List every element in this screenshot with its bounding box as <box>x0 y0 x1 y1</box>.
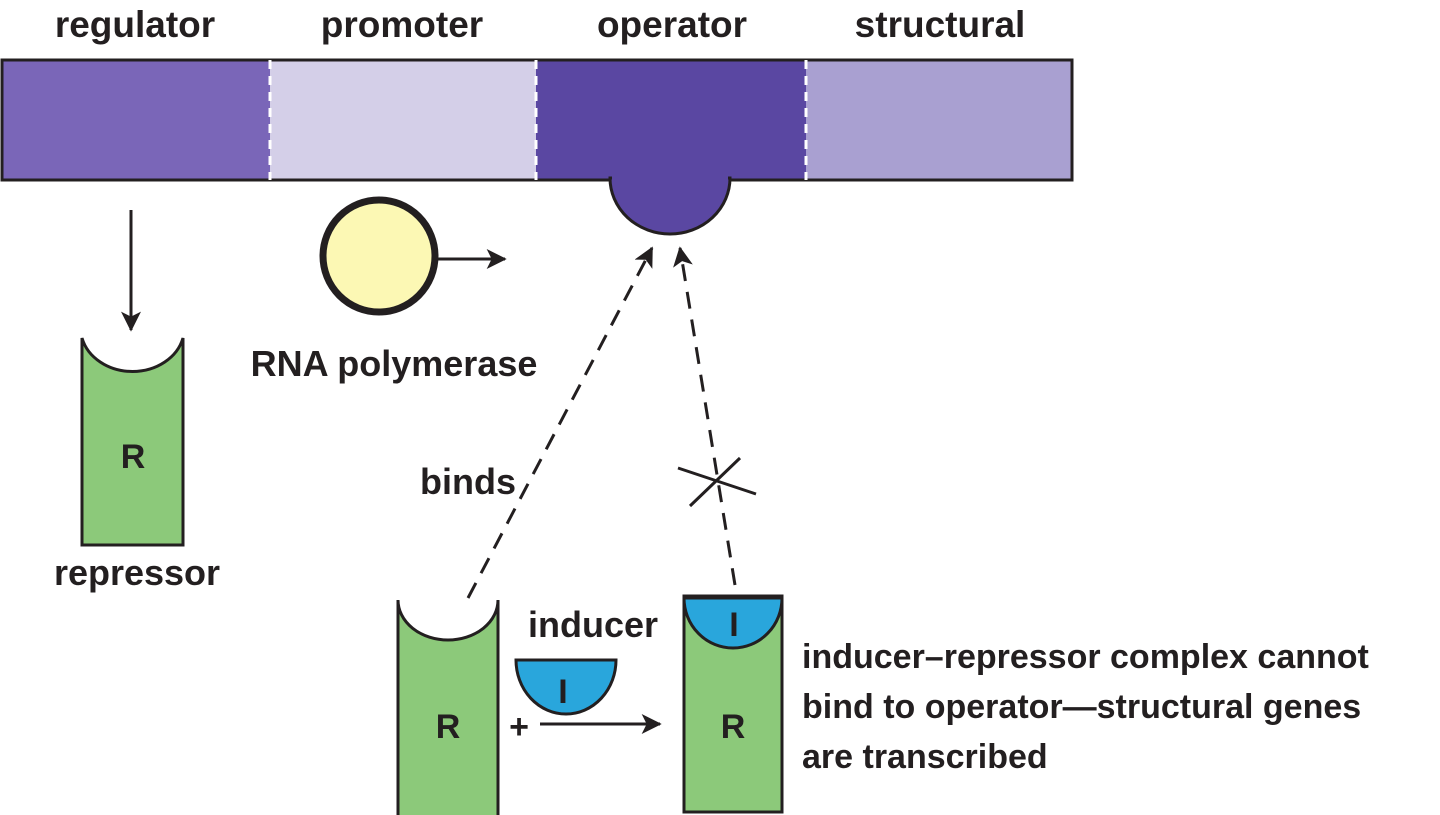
caption-line-1: inducer–repressor complex cannot <box>802 638 1369 676</box>
operator-label: operator <box>597 4 747 45</box>
complex-repressor-symbol: R <box>721 708 746 746</box>
structural-label: structural <box>855 4 1026 45</box>
operator-binding-site <box>608 176 732 236</box>
binds-label: binds <box>420 461 516 502</box>
repressor-protein: R <box>80 337 185 547</box>
rna-polymerase-circle <box>319 196 439 316</box>
complex-cannot-bind-arrow <box>673 246 737 586</box>
free-repressor: R <box>396 599 500 815</box>
promoter-segment <box>270 60 536 180</box>
inducer-label: inducer <box>528 604 658 645</box>
inducer-symbol: I <box>558 673 567 711</box>
free-repressor-symbol: R <box>436 708 461 746</box>
promoter-label: promoter <box>321 4 483 45</box>
complex-repressor-body <box>682 594 784 814</box>
caption-line-3: are transcribed <box>802 738 1048 776</box>
inducer-repressor-complex: I R <box>682 594 784 814</box>
repressor-body <box>80 337 185 547</box>
rna-polymerase-label: RNA polymerase <box>251 343 538 384</box>
complex-inducer-shape <box>682 596 784 650</box>
caption-line-2: bind to operator—structural genes <box>802 688 1361 726</box>
structural-segment <box>806 60 1072 180</box>
operator-bump-cover <box>612 176 728 180</box>
complex-caption: inducer–repressor complex cannot bind to… <box>802 638 1369 776</box>
repressor-binds-operator-arrow <box>466 246 654 599</box>
regulator-segment <box>2 60 270 180</box>
free-repressor-body <box>396 599 500 815</box>
repressor-label: repressor <box>54 552 220 593</box>
repressor-symbol: R <box>121 438 146 476</box>
regulator-label: regulator <box>55 4 215 45</box>
plus-sign: + <box>509 708 529 746</box>
dna-strand <box>0 58 1074 236</box>
blocked-binding-mark <box>677 456 757 508</box>
complex-inducer-symbol: I <box>729 606 738 644</box>
operator-segment <box>536 60 806 180</box>
inducer-shape <box>514 658 618 716</box>
inducer-molecule: I <box>514 658 618 716</box>
